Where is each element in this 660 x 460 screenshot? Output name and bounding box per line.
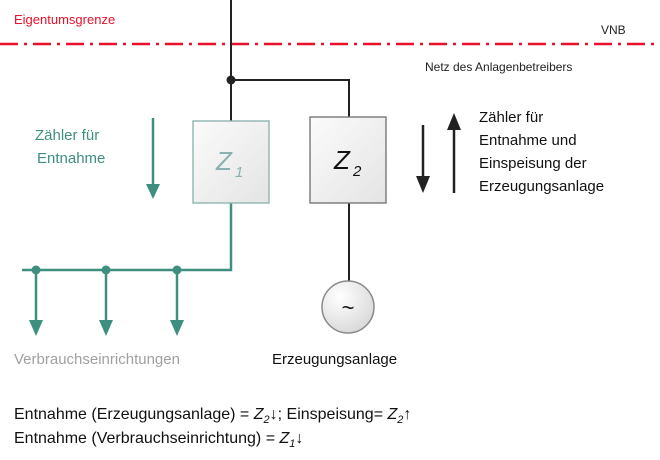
formula-line-2: Entnahme (Verbrauchseinrichtung) = Z1↓ bbox=[14, 430, 303, 450]
withdrawal-direction-arrow-icon bbox=[416, 125, 430, 193]
generation-meter-label: Zähler für Entnahme und Einspeisung der … bbox=[479, 109, 604, 195]
consumer-arrow-icon bbox=[99, 320, 113, 336]
consumption-meter-label: Zähler für Entnahme bbox=[35, 127, 105, 167]
meter-z2-subscript: 2 bbox=[352, 163, 362, 180]
meter-z1-subscript: 1 bbox=[235, 164, 243, 181]
formula-line-1: Entnahme (Erzeugungsanlage) = Z2↓; Einsp… bbox=[14, 406, 411, 426]
generation-plant-label: Erzeugungsanlage bbox=[272, 351, 397, 368]
consumer-bus-line bbox=[22, 203, 233, 272]
consumer-branch-3 bbox=[170, 265, 184, 336]
consumer-arrow-icon bbox=[29, 320, 43, 336]
generator-icon: ~ bbox=[321, 280, 375, 334]
operator-network-label: Netz des Anlagenbetreibers bbox=[425, 60, 572, 74]
grid-operator-label: VNB bbox=[601, 23, 626, 37]
generator-symbol: ~ bbox=[342, 295, 355, 320]
meter-z1-letter: Z bbox=[215, 146, 233, 176]
branch-line-z2 bbox=[231, 79, 350, 119]
consumer-branch-1 bbox=[29, 265, 43, 336]
consumers-label: Verbrauchseinrichtungen bbox=[14, 351, 180, 368]
feed-in-direction-arrow-icon bbox=[447, 113, 461, 193]
meter-z2-letter: Z bbox=[333, 145, 351, 175]
boundary-label: Eigentumsgrenze bbox=[14, 12, 115, 27]
consumer-branch-2 bbox=[99, 265, 113, 336]
meter-z2: Z 2 bbox=[309, 116, 387, 204]
consumption-direction-arrow-icon bbox=[146, 118, 160, 199]
meter-z1: Z 1 bbox=[192, 120, 270, 204]
consumer-arrow-icon bbox=[170, 320, 184, 336]
